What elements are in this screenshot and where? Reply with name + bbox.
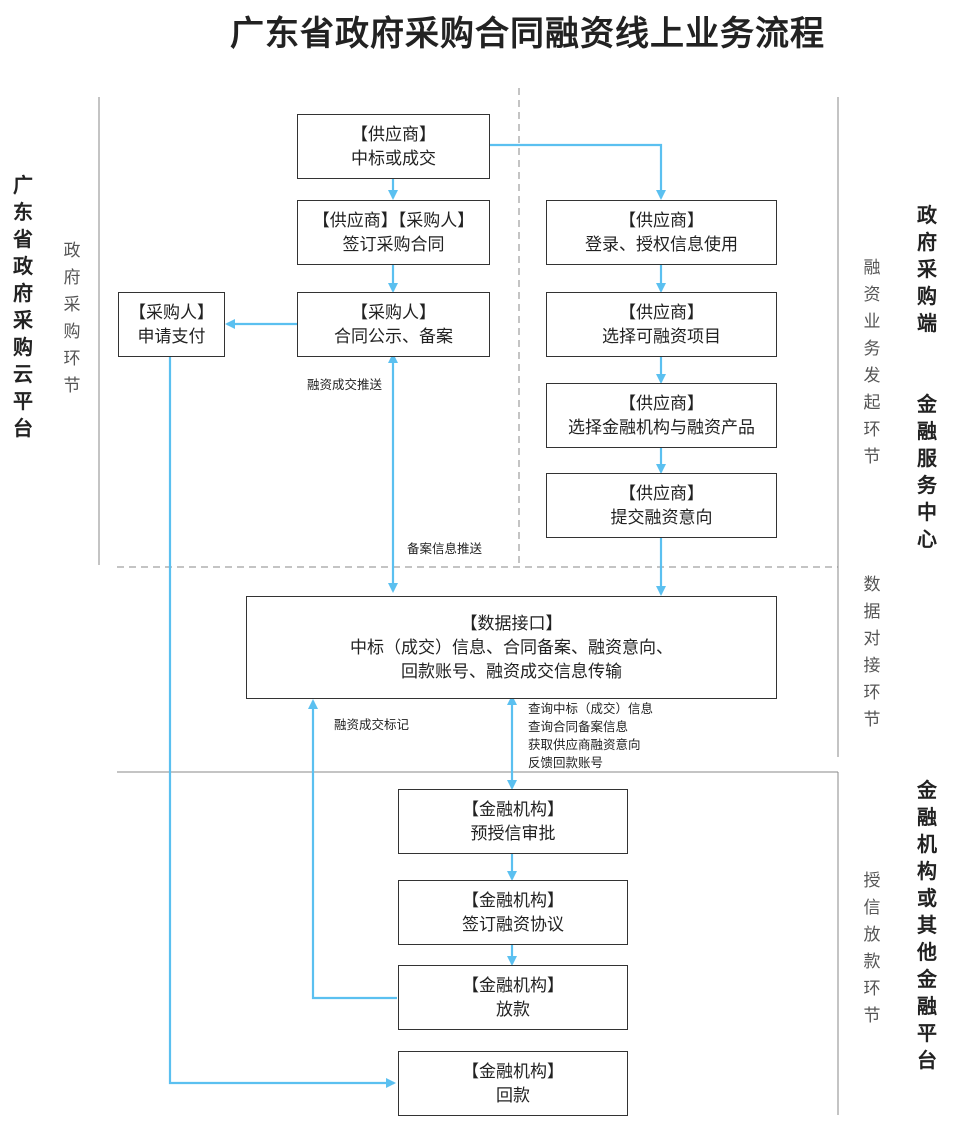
- box-role: 【数据接口】: [460, 613, 563, 634]
- box-login-auth: 【供应商】 登录、授权信息使用: [546, 200, 777, 265]
- box-contract-publish: 【采购人】 合同公示、备案: [297, 292, 490, 357]
- box-text: 合同公示、备案: [334, 326, 453, 347]
- box-role: 【供应商】: [619, 393, 704, 414]
- box-select-project: 【供应商】 选择可融资项目: [546, 292, 777, 357]
- box-role: 【供应商】: [619, 210, 704, 231]
- edge-label-filing-push: 备案信息推送: [407, 541, 483, 556]
- box-text: 登录、授权信息使用: [585, 234, 738, 255]
- stage-label-data-docking: 数 据 对 接 环 节: [863, 575, 881, 730]
- box-sign-financing: 【金融机构】 签订融资协议: [398, 880, 628, 945]
- edge-label-query-info-2: 查询合同备案信息: [528, 719, 629, 734]
- box-apply-payment: 【采购人】 申请支付: [118, 292, 225, 357]
- box-loan-release: 【金融机构】 放款: [398, 965, 628, 1030]
- box-role: 【供应商】【采购人】: [312, 210, 475, 231]
- box-role: 【金融机构】: [462, 890, 564, 911]
- box-submit-intent: 【供应商】 提交融资意向: [546, 473, 777, 538]
- box-text: 选择可融资项目: [602, 326, 721, 347]
- box-role: 【采购人】: [351, 302, 436, 323]
- box-text: 预授信审批: [470, 823, 556, 844]
- box-select-institution: 【供应商】 选择金融机构与融资产品: [546, 383, 777, 448]
- box-role: 【采购人】: [129, 302, 214, 323]
- right-side-label-top: 政 府 采 购 端 金 融 服 务 中 心: [917, 203, 937, 551]
- box-role: 【供应商】: [619, 302, 704, 323]
- stage-label-credit-loan: 授 信 放 款 环 节: [863, 871, 881, 1026]
- box-pre-credit: 【金融机构】 预授信审批: [398, 789, 628, 854]
- box-text: 中标或成交: [351, 148, 436, 169]
- edge-label-query-info-4: 反馈回款账号: [528, 755, 604, 770]
- edge-label-deal-push: 融资成交推送: [307, 377, 383, 392]
- box-role: 【金融机构】: [462, 799, 564, 820]
- box-data-interface: 【数据接口】 中标（成交）信息、合同备案、融资意向、 回款账号、融资成交信息传输: [246, 596, 777, 699]
- box-text-line1: 中标（成交）信息、合同备案、融资意向、: [350, 637, 673, 658]
- box-role: 【供应商】: [351, 124, 436, 145]
- box-repayment: 【金融机构】 回款: [398, 1051, 628, 1116]
- right-side-label-bottom: 金 融 机 构 或 其 他 金 融 平 台: [917, 778, 937, 1072]
- edge-label-query-info-1: 查询中标（成交）信息: [528, 701, 654, 716]
- arrow-win-to-login: [489, 143, 666, 200]
- box-text: 选择金融机构与融资产品: [568, 417, 755, 438]
- page-title: 广东省政府采购合同融资线上业务流程: [230, 14, 825, 54]
- arrow-payment-to-repayment: [168, 357, 396, 1088]
- box-role: 【供应商】: [619, 483, 704, 504]
- stage-label-financing-initiation: 融 资 业 务 发 起 环 节: [863, 258, 881, 467]
- box-text-line2: 回款账号、融资成交信息传输: [401, 661, 622, 682]
- box-sign-contract: 【供应商】【采购人】 签订采购合同: [297, 200, 490, 265]
- box-text: 申请支付: [137, 326, 206, 347]
- box-role: 【金融机构】: [462, 975, 564, 996]
- box-text: 回款: [496, 1085, 530, 1106]
- box-role: 【金融机构】: [462, 1061, 564, 1082]
- box-text: 提交融资意向: [610, 507, 713, 528]
- edge-label-query-info-3: 获取供应商融资意向: [528, 737, 641, 752]
- box-text: 放款: [496, 999, 530, 1020]
- box-text: 签订融资协议: [462, 914, 564, 935]
- box-win-bid: 【供应商】 中标或成交: [297, 114, 490, 179]
- edge-label-deal-mark: 融资成交标记: [334, 717, 410, 732]
- arrow-loan-to-interface: [308, 699, 397, 1000]
- left-side-label: 广 东 省 政 府 采 购 云 平 台: [13, 173, 33, 440]
- box-text: 签订采购合同: [342, 234, 445, 255]
- stage-label-gov-procurement: 政 府 采 购 环 节: [63, 241, 81, 396]
